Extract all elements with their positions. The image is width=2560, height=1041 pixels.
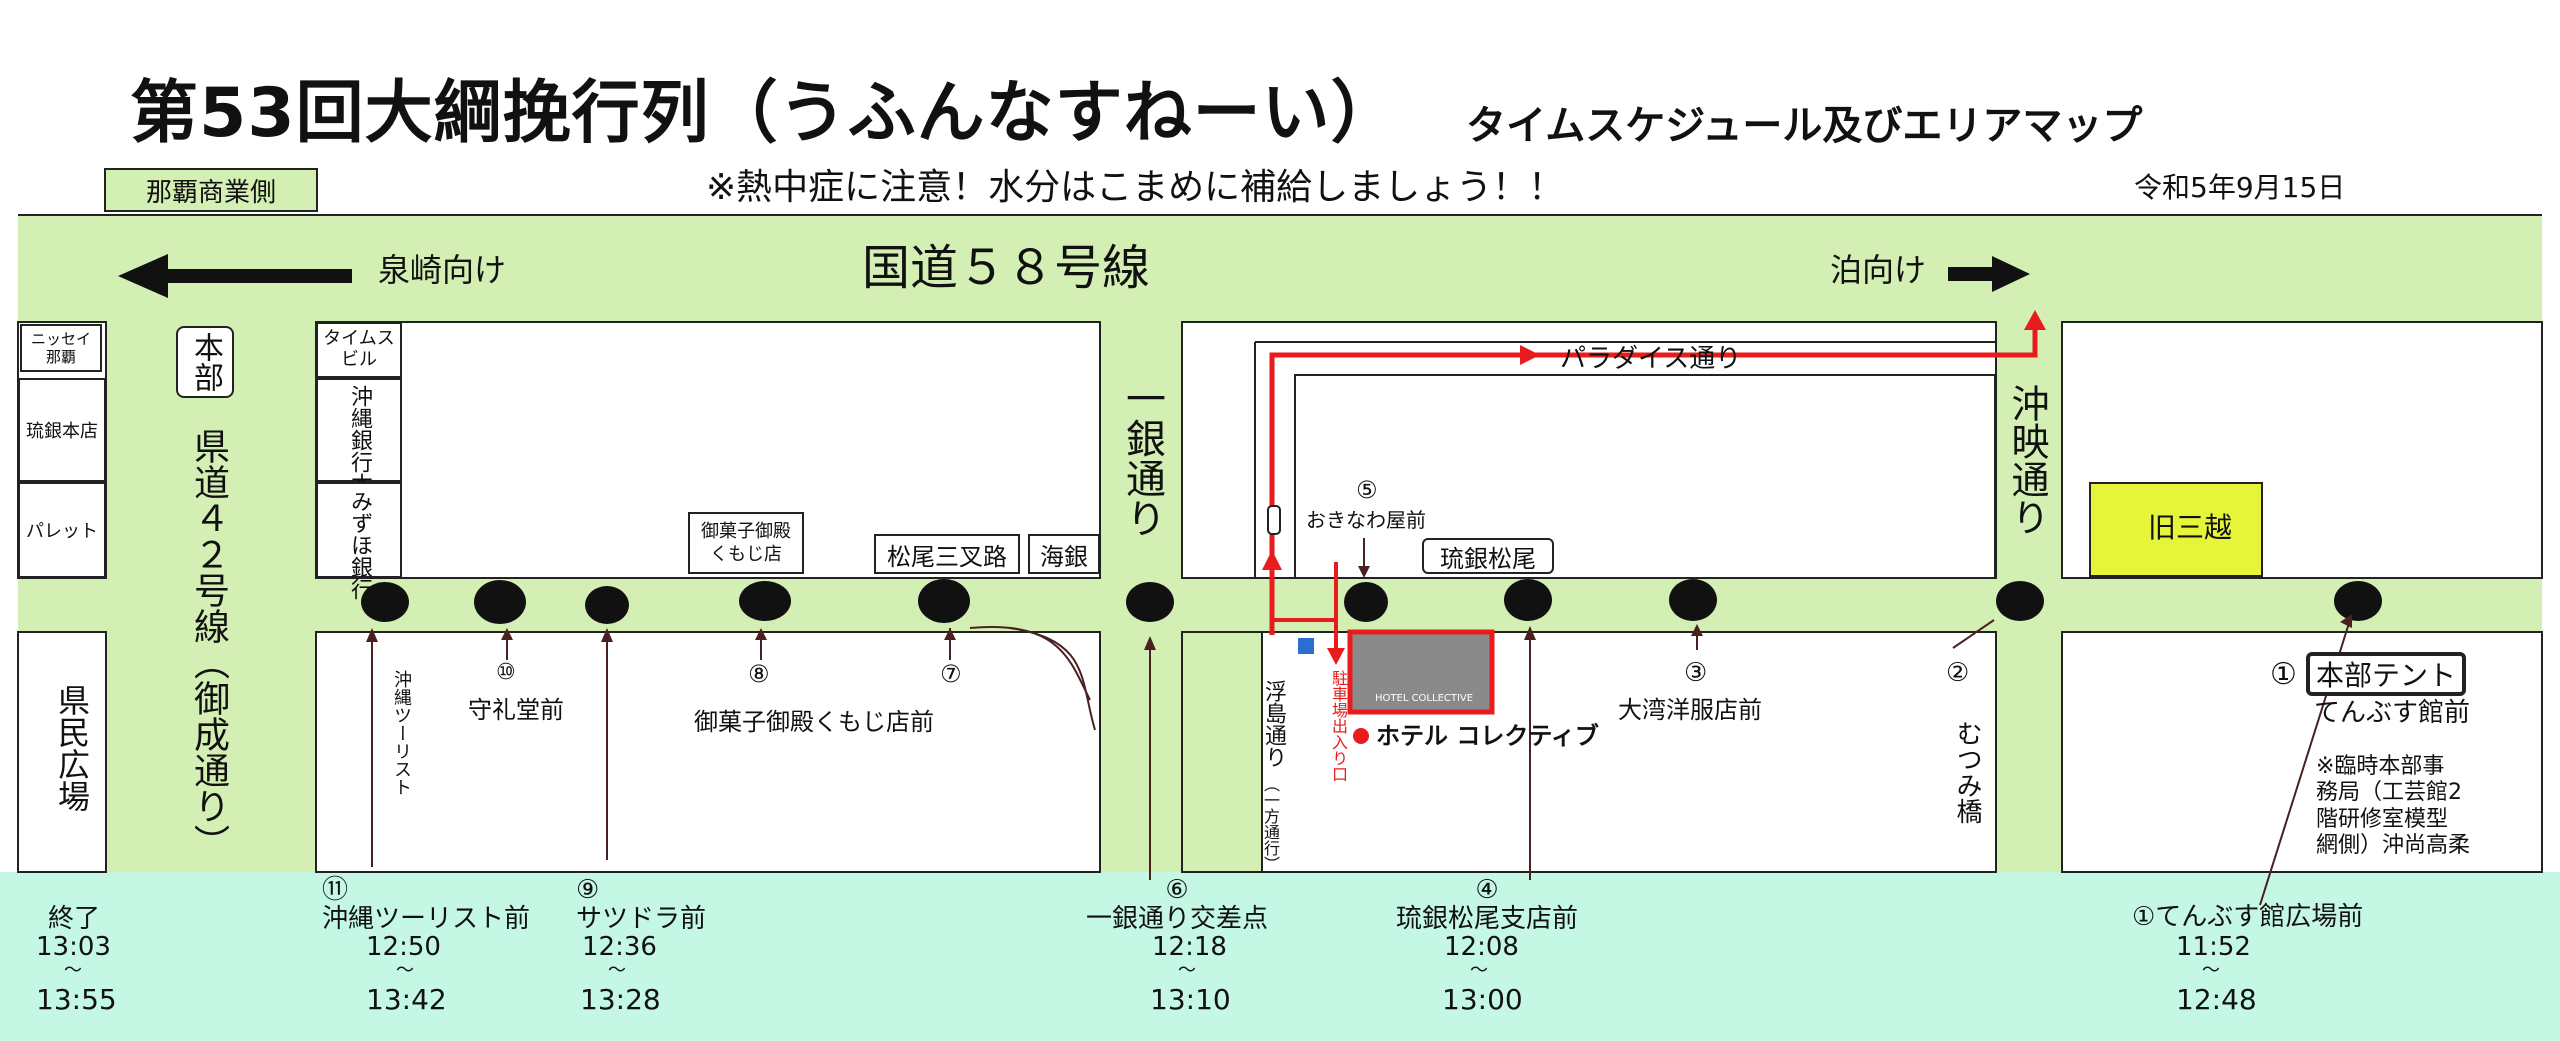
kenmin-hiroba-label: 県民広場 xyxy=(53,684,91,812)
naha-commercial-side-tab: 那覇商業側 xyxy=(104,168,318,212)
schedule-stop11-name: ⑪ 沖縄ツーリスト前 xyxy=(322,875,531,934)
okinawa-bank-box: 沖縄銀行本店 xyxy=(316,378,402,517)
info-icon xyxy=(1298,638,1314,654)
okiei-label: 沖映通り xyxy=(2005,384,2049,536)
schedule-stop4-start: 12:08 xyxy=(1444,932,1519,962)
parking-entrance-label: 駐車場出入り口 xyxy=(1329,670,1348,782)
schedule-stop4-end: 13:00 xyxy=(1442,983,1523,1016)
stop-5-number: ⑤ xyxy=(1356,476,1378,504)
pref42-road xyxy=(106,322,316,872)
mizuho-bank-box: みずほ銀行 xyxy=(316,482,402,600)
schedule-end-sep: 〜 xyxy=(64,960,82,981)
schedule-stop11-end: 13:42 xyxy=(366,983,447,1016)
ukishima-label: 浮島通り xyxy=(1261,680,1286,768)
to-izumizaki-label: 泉崎向け xyxy=(378,251,507,289)
route58-label: 国道５８号線 xyxy=(862,240,1151,296)
schedule-stop1-name: ①てんぶす館広場前 xyxy=(2132,902,2364,932)
schedule-stop9-name: ⑨ サツドラ前 xyxy=(576,875,707,934)
stop-dots xyxy=(361,579,2382,624)
stop-1-number: ① xyxy=(2270,657,2297,692)
schedule-end-end: 13:55 xyxy=(36,983,117,1016)
okinawa-tourist-side-label: 沖縄ツーリスト xyxy=(391,670,412,796)
schedule-stop1-start: 11:52 xyxy=(2176,932,2251,962)
hotel-logo-text: HOTEL COLLECTIVE xyxy=(1375,693,1474,704)
stop-8-number: ⑧ xyxy=(748,660,770,688)
arrow-left-icon xyxy=(118,254,168,298)
kaigin-box: 海銀 xyxy=(1028,534,1100,574)
ichigin-label: 一銀通り xyxy=(1119,378,1165,538)
stop-10-label: 守礼堂前 xyxy=(468,696,564,724)
honbu-box: 本部 xyxy=(176,326,234,398)
kokusai-street xyxy=(18,578,2542,632)
tenbusu-label: てんぶす館前 xyxy=(2314,698,2471,728)
schedule-stop9-end: 13:28 xyxy=(580,983,661,1016)
route58-road xyxy=(18,215,2542,322)
schedule-stop6-sep: 〜 xyxy=(1178,960,1196,981)
mutsumi-bridge-label: むつみ橋 xyxy=(1952,720,1982,824)
stop-3-number: ③ xyxy=(1684,658,1708,688)
schedule-stop1-sep: 〜 xyxy=(2202,960,2220,981)
page-subtitle: タイムスケジュール及びエリアマップ xyxy=(1466,103,2143,149)
stop-3-label: 大湾洋服店前 xyxy=(1618,696,1762,724)
schedule-end-name: 終了 xyxy=(48,904,101,934)
stop-8-label: 御菓子御殿くもじ店前 xyxy=(694,708,934,736)
hotel-collective-box xyxy=(1347,629,1495,715)
ukishima-oneway-label: （一方通行） xyxy=(1261,776,1280,872)
schedule-stop4-name: ④ 琉銀松尾支店前 xyxy=(1396,875,1579,934)
pref42-label: 県道４２号線（御成通り） xyxy=(188,428,229,860)
ryugin-matsuo-box: 琉銀松尾 xyxy=(1422,538,1554,574)
ryugin-honten-box: 琉銀本店 xyxy=(18,378,106,482)
matsuo-junction-box: 松尾三叉路 xyxy=(874,534,1020,574)
schedule-stop4-sep: 〜 xyxy=(1470,960,1488,981)
car-icon xyxy=(1267,505,1281,535)
schedule-stop9-sep: 〜 xyxy=(608,960,626,981)
nissei-naha-box: ニッセイ 那覇 xyxy=(20,324,102,372)
temp-office-note: ※臨時本部事 務局（工芸館2 階研修室模型 網側）沖尚高柔 xyxy=(2316,754,2471,859)
arrow-right-icon xyxy=(1992,256,2030,292)
honbu-tent-box: 本部テント xyxy=(2306,652,2466,696)
hotel-collective-label: ホテル コレクティブ xyxy=(1376,722,1599,750)
stop-5-label: おきなわ屋前 xyxy=(1306,508,1426,532)
schedule-stop6-end: 13:10 xyxy=(1150,983,1231,1016)
schedule-stop1-end: 12:48 xyxy=(2176,983,2257,1016)
schedule-end-start: 13:03 xyxy=(36,932,111,962)
stop-7-number: ⑦ xyxy=(940,660,962,688)
stop-10-number: ⑩ xyxy=(496,660,516,685)
stop-2-number: ② xyxy=(1946,658,1970,688)
pallet-box: パレット xyxy=(18,482,106,578)
schedule-stop6-name: ⑥ 一銀通り交差点 xyxy=(1086,875,1269,934)
schedule-stop11-sep: 〜 xyxy=(396,960,414,981)
page-title: 第53回大綱挽行列（うふんなすねーい） xyxy=(130,74,1400,153)
schedule-stop6-start: 12:18 xyxy=(1152,932,1227,962)
to-tomari-label: 泊向け xyxy=(1830,251,1927,289)
schedule-stop11-start: 12:50 xyxy=(366,932,441,962)
schedule-stop9-start: 12:36 xyxy=(582,932,657,962)
times-building-box: タイムス ビル xyxy=(316,322,402,378)
ukishima-road xyxy=(1182,632,1262,872)
paradise-label: パラダイス通り xyxy=(1560,344,1742,374)
kyu-mitsukoshi-box xyxy=(2089,482,2263,577)
kyu-mitsukoshi-label: 旧三越 xyxy=(2148,511,2233,544)
schedule-band xyxy=(0,872,2560,1041)
kumoji-shop-box: 御菓子御殿 くもじ店 xyxy=(688,512,804,574)
event-date: 令和5年9月15日 xyxy=(2134,171,2346,204)
heatstroke-warning: ※熱中症に注意！水分はこまめに補給しましょう！！ xyxy=(706,167,1565,208)
